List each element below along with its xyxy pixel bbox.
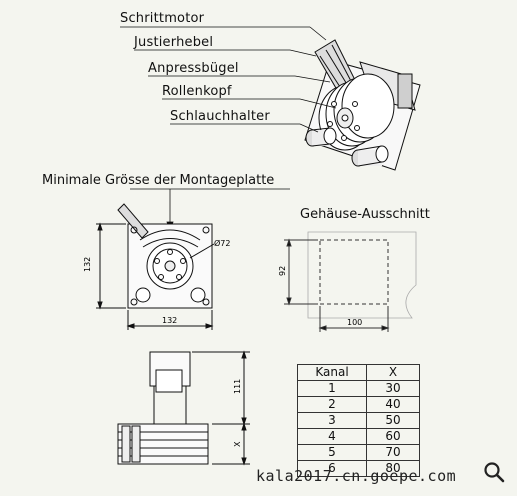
table-cell: 4	[297, 428, 367, 445]
table-cell: 5	[297, 444, 367, 461]
table-header-kanal: Kanal	[297, 364, 367, 381]
housing-cutout	[284, 231, 417, 332]
table-header-row: Kanal X	[297, 364, 420, 381]
label-rollenkopf: Rollenkopf	[162, 84, 232, 99]
dim-side-height: 111	[233, 379, 242, 394]
label-schlauchhalter: Schlauchhalter	[170, 109, 270, 124]
table-cell: 40	[366, 396, 420, 413]
label-schrittmotor: Schrittmotor	[120, 11, 205, 26]
table-cell: 6	[297, 460, 367, 477]
dim-plate-height: 132	[83, 257, 92, 272]
table-cell: 60	[366, 428, 420, 445]
callout-leaders	[120, 26, 337, 232]
table-header-x: X	[366, 364, 420, 381]
table-cell: 30	[366, 380, 420, 397]
plate-front-view	[96, 203, 215, 330]
dim-side-x: X	[233, 441, 242, 447]
dim-plate-width: 132	[162, 316, 177, 325]
table-cell: 70	[366, 444, 420, 461]
table-cell: 50	[366, 412, 420, 429]
table-cell: 1	[297, 380, 367, 397]
label-anpressbuegel: Anpressbügel	[148, 61, 239, 76]
search-icon[interactable]	[482, 460, 506, 484]
dim-cutout-height: 92	[278, 266, 287, 276]
pump-side-view	[117, 350, 250, 466]
heading-gehaeuse: Gehäuse-Ausschnitt	[300, 207, 430, 222]
label-justierhebel: Justierhebel	[134, 35, 214, 50]
heading-montageplatte: Minimale Grösse der Montageplatte	[42, 173, 275, 188]
dim-cutout-width: 100	[347, 318, 362, 327]
table-cell: 2	[297, 396, 367, 413]
dim-roller-diameter: Ø72	[214, 238, 230, 248]
table-cell: 3	[297, 412, 367, 429]
table-cell: 80	[366, 460, 420, 477]
watermark-text: kala2017.cn.goepe.com	[256, 467, 457, 485]
pump-isometric	[304, 39, 421, 171]
